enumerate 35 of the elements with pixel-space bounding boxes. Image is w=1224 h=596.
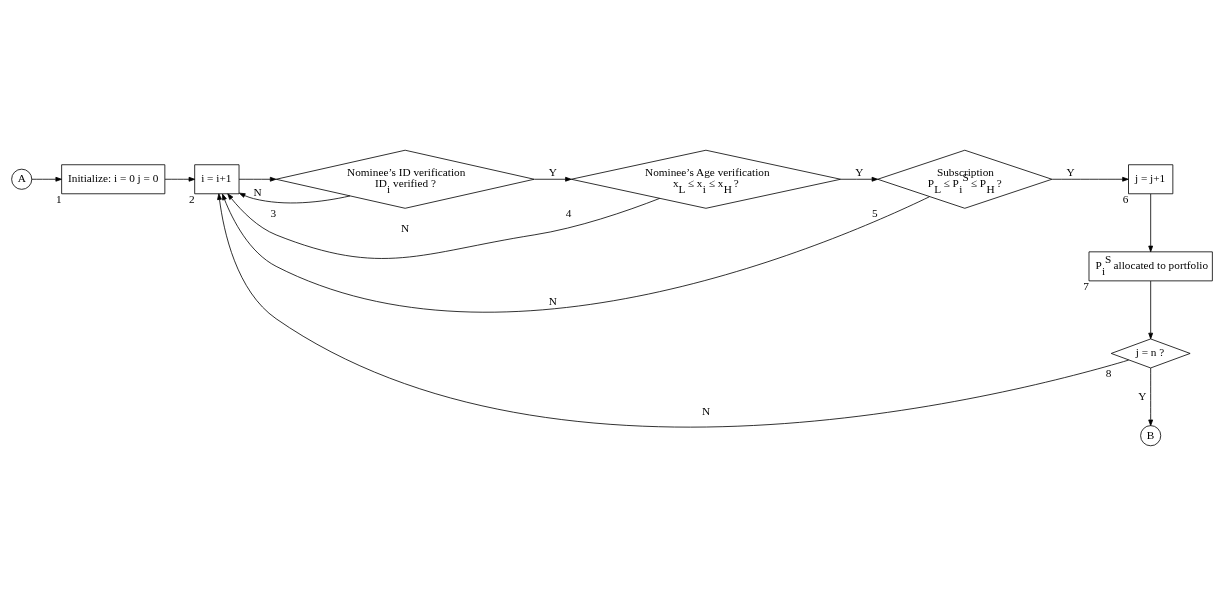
node-label: 5 — [872, 207, 878, 220]
arrow — [533, 176, 572, 182]
node-label: 1 — [55, 192, 62, 205]
node-circle: B — [1140, 425, 1162, 447]
node-label: 7 — [1083, 279, 1089, 292]
node-circle: A — [11, 168, 33, 190]
node-label: 3 — [270, 207, 277, 220]
edge-label: N — [401, 221, 410, 234]
node-box: i = i+1 — [194, 164, 240, 195]
arrow — [222, 193, 930, 312]
arrow — [1148, 367, 1154, 426]
arrow — [164, 176, 196, 182]
arrow — [1051, 176, 1129, 182]
arrow — [238, 192, 351, 204]
arrow — [217, 193, 1130, 428]
edge-label: N — [253, 185, 262, 198]
node-label: 4 — [565, 207, 572, 220]
arrow — [1148, 280, 1154, 340]
arrow — [31, 176, 62, 182]
node-box: j = j+1 — [1128, 164, 1174, 195]
arrow — [238, 176, 277, 182]
node-diamond: j = n ? — [1110, 338, 1191, 369]
node-label: 8 — [1105, 366, 1112, 379]
node-label: 6 — [1122, 192, 1129, 205]
edge-label: Y — [548, 166, 557, 179]
arrow — [227, 193, 661, 259]
arrow — [840, 176, 879, 182]
edge-label: Y — [1066, 166, 1075, 179]
arrow — [1148, 193, 1154, 253]
node-label: 2 — [189, 192, 195, 205]
node-box: Initialize: i = 0 j = 0 — [61, 164, 166, 195]
edge-label: Y — [855, 166, 864, 179]
edge-label: N — [548, 295, 557, 308]
edge-label: N — [701, 404, 711, 417]
edge-label: Y — [1138, 389, 1147, 402]
